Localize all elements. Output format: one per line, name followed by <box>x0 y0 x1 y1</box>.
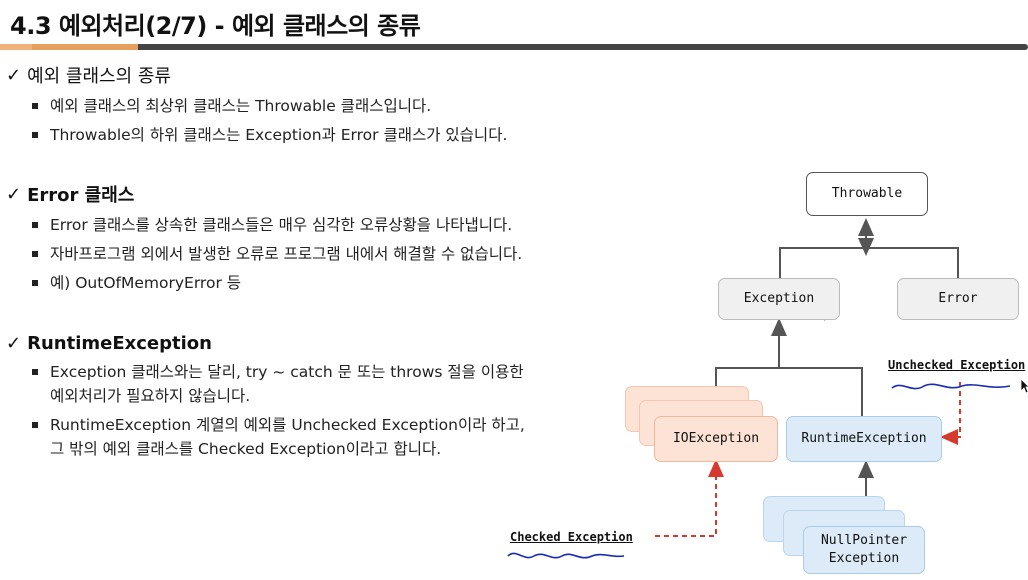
section-error-class: ✓ Error 클래스 Error 클래스를 상속한 클래스들은 매우 심각한 … <box>6 181 606 300</box>
section-heading: ✓ RuntimeException <box>6 333 606 354</box>
unchecked-exception-label: Unchecked Exception <box>888 358 1026 372</box>
bullet-item: RuntimeException 계열의 예외를 Unchecked Excep… <box>30 413 606 461</box>
unchecked-connector <box>952 382 961 438</box>
checked-connector <box>655 472 717 537</box>
bullet-list: Exception 클래스와는 달리, try ~ catch 문 또는 thr… <box>6 360 606 461</box>
checkmark-icon: ✓ <box>6 183 22 205</box>
bullet-item: Throwable의 하위 클래스는 Exception과 Error 클래스가… <box>30 123 606 147</box>
node-runtimeexception: RuntimeException <box>786 416 942 462</box>
title-underline-bar <box>0 44 1028 50</box>
node-error: Error <box>897 278 1019 320</box>
section-heading-text: 예외 클래스의 종류 <box>27 66 172 87</box>
checkmark-icon: ✓ <box>6 333 22 354</box>
section-heading-text: RuntimeException <box>27 333 212 354</box>
bullet-item: 자바프로그램 외에서 발생한 오류로 프로그램 내에서 해결할 수 없습니다. <box>30 242 606 266</box>
title-bar-main <box>138 44 1028 50</box>
title-bar-accent-1 <box>0 44 32 50</box>
square-bullet-icon <box>32 280 38 286</box>
section-heading: ✓ Error 클래스 <box>6 181 606 207</box>
page-title: 4.3 예외처리(2/7) - 예외 클래스의 종류 <box>10 12 421 40</box>
node-throwable: Throwable <box>806 172 928 216</box>
square-bullet-icon <box>32 369 38 375</box>
bullet-item: 예외 클래스의 최상위 클래스는 Throwable 클래스입니다. <box>30 94 606 118</box>
bullet-item: Error 클래스를 상속한 클래스들은 매우 심각한 오류상황을 나타냅니다. <box>30 213 606 237</box>
section-runtime-exception: ✓ RuntimeException Exception 클래스와는 달리, t… <box>6 333 606 466</box>
square-bullet-icon <box>32 132 38 138</box>
node-ioexception: IOException <box>654 416 778 462</box>
node-exception: Exception <box>718 278 840 320</box>
bullet-list: 예외 클래스의 최상위 클래스는 Throwable 클래스입니다. Throw… <box>6 94 606 147</box>
connector-throwable-children <box>779 247 959 278</box>
bullet-item: Exception 클래스와는 달리, try ~ catch 문 또는 thr… <box>30 360 606 408</box>
title-bar-accent-2 <box>32 44 138 50</box>
square-bullet-icon <box>32 251 38 257</box>
checked-exception-label: Checked Exception <box>510 530 633 544</box>
square-bullet-icon <box>32 103 38 109</box>
handwritten-scribble-unchecked <box>891 383 1011 390</box>
checkmark-icon: ✓ <box>6 64 22 86</box>
square-bullet-icon <box>32 422 38 428</box>
node-nullpointerexception: NullPointer Exception <box>803 526 925 574</box>
section-heading: ✓ 예외 클래스의 종류 <box>6 62 606 88</box>
mouse-cursor-icon <box>1020 378 1028 394</box>
section-heading-text: Error 클래스 <box>27 185 135 206</box>
bullet-item: 예) OutOfMemoryError 등 <box>30 271 606 295</box>
bullet-list: Error 클래스를 상속한 클래스들은 매우 심각한 오류상황을 나타냅니다.… <box>6 213 606 295</box>
square-bullet-icon <box>32 222 38 228</box>
section-exception-types: ✓ 예외 클래스의 종류 예외 클래스의 최상위 클래스는 Throwable … <box>6 62 606 152</box>
handwritten-scribble-checked <box>507 552 625 559</box>
